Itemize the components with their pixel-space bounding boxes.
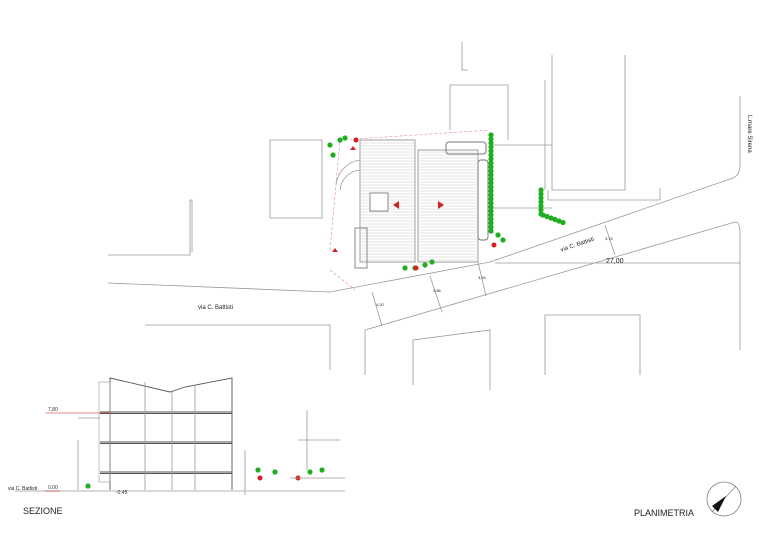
plant-mark	[488, 148, 494, 154]
north-arrow-icon	[706, 481, 742, 517]
plant-mark	[540, 212, 546, 218]
plant-mark	[85, 483, 91, 489]
plant-mark	[429, 259, 435, 265]
plant-mark	[488, 156, 494, 162]
plant-mark	[488, 208, 494, 214]
dimension-d4: 3,74	[605, 236, 613, 241]
plant-mark	[488, 192, 494, 198]
main-building-plan	[332, 80, 552, 269]
plant-mark	[488, 160, 494, 166]
plant-mark	[488, 164, 494, 170]
plant-mark	[337, 137, 343, 143]
plant-mark	[488, 184, 494, 190]
dimension-total: 27,00	[606, 258, 624, 265]
plant-mark	[488, 176, 494, 182]
level-street: 0,00	[48, 485, 58, 491]
street-label-left: via C. Battisti	[198, 305, 234, 311]
plant-mark	[319, 467, 325, 473]
flower-mark	[491, 242, 497, 248]
plant-mark	[538, 207, 544, 213]
plant-mark	[488, 132, 494, 138]
plant-mark	[488, 180, 494, 186]
plan-title: PLANIMETRIA	[634, 508, 695, 518]
lungomare-label: L.mare Sirena	[746, 115, 752, 153]
plant-mark	[538, 203, 544, 209]
plant-mark	[488, 212, 494, 218]
plant-mark	[560, 219, 566, 226]
plant-mark	[488, 228, 494, 234]
plant-mark	[255, 467, 261, 473]
plant-mark	[422, 262, 428, 268]
plant-mark	[488, 136, 494, 142]
plant-mark	[330, 152, 336, 158]
plant-mark	[488, 140, 494, 146]
plant-mark	[538, 187, 544, 193]
plant-mark	[538, 195, 544, 201]
plant-mark	[538, 199, 544, 205]
plant-mark	[488, 188, 494, 194]
plant-mark	[538, 191, 544, 197]
plant-mark	[488, 204, 494, 210]
plant-mark	[307, 469, 313, 475]
roads	[107, 96, 741, 350]
flower-mark	[353, 137, 359, 143]
dimension-d3: 3,54	[478, 275, 486, 280]
plant-mark	[272, 469, 278, 475]
plant-mark	[488, 168, 494, 174]
plant-mark	[488, 196, 494, 202]
plant-mark	[548, 215, 554, 221]
plant-mark	[342, 135, 348, 141]
plant-mark	[488, 200, 494, 206]
plant-mark	[552, 216, 558, 223]
dimension-d1: 4,20	[376, 302, 384, 307]
plant-mark	[488, 220, 494, 226]
plant-mark	[327, 142, 333, 148]
level-top: 7,80	[48, 407, 58, 413]
flower-mark	[257, 475, 263, 481]
level-basement: -0,45	[116, 490, 128, 496]
plant-mark	[488, 152, 494, 158]
plant-mark	[488, 144, 494, 150]
plant-mark	[488, 224, 494, 230]
plant-mark	[402, 265, 408, 271]
surrounding-buildings	[108, 42, 661, 390]
vegetation	[85, 132, 566, 489]
plant-mark	[544, 213, 550, 220]
plant-mark	[488, 172, 494, 178]
section-title: SEZIONE	[23, 506, 63, 516]
plant-mark	[500, 237, 506, 243]
section-building	[15, 377, 345, 495]
plant-mark	[556, 218, 562, 224]
plant-mark	[488, 216, 494, 222]
flower-mark	[413, 265, 419, 271]
dimension-d2: 3,86	[433, 288, 441, 293]
street-label-section: via C. Battisti	[8, 486, 38, 492]
plant-mark	[495, 232, 501, 238]
